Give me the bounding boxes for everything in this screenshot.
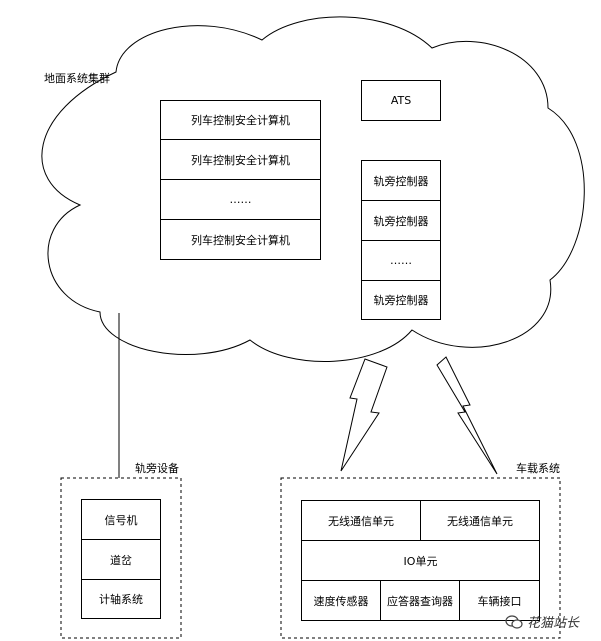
onboard-title: 车载系统 [516, 462, 560, 475]
signal-box: 信号机 [81, 499, 161, 540]
trackside-dashed-frame [60, 477, 182, 639]
io-unit: IO单元 [301, 540, 540, 581]
watermark: 花猫站长 [505, 612, 579, 631]
ground-system-title: 地面系统集群 [44, 72, 110, 85]
trackside-controller-ellipsis: …… [361, 240, 441, 281]
speed-sensor-box: 速度传感器 [301, 580, 381, 621]
trackside-title: 轨旁设备 [135, 462, 179, 475]
safety-computer-ellipsis: …… [160, 179, 321, 220]
safety-computer-1: 列车控制安全计算机 [160, 100, 321, 140]
safety-computer-2: 列车控制安全计算机 [160, 139, 321, 180]
wechat-icon [505, 614, 523, 629]
wireless-link-bolt-right [436, 356, 498, 475]
watermark-text: 花猫站长 [526, 616, 579, 631]
trackside-controller-1: 轨旁控制器 [361, 160, 441, 201]
radio-unit-1: 无线通信单元 [301, 500, 421, 541]
radio-unit-2: 无线通信单元 [420, 500, 540, 541]
switch-box: 道岔 [81, 539, 161, 580]
safety-computer-3: 列车控制安全计算机 [160, 219, 321, 260]
ats-box: ATS [361, 80, 441, 121]
trackside-controller-3: 轨旁控制器 [361, 280, 441, 320]
wireless-link-bolt-left [340, 358, 388, 472]
axle-counter-box: 计轴系统 [81, 579, 161, 619]
balise-reader-box: 应答器查询器 [380, 580, 460, 621]
vehicle-interface-box: 车辆接口 [459, 580, 540, 621]
trackside-controller-2: 轨旁控制器 [361, 200, 441, 241]
onboard-dashed-frame [280, 477, 561, 639]
